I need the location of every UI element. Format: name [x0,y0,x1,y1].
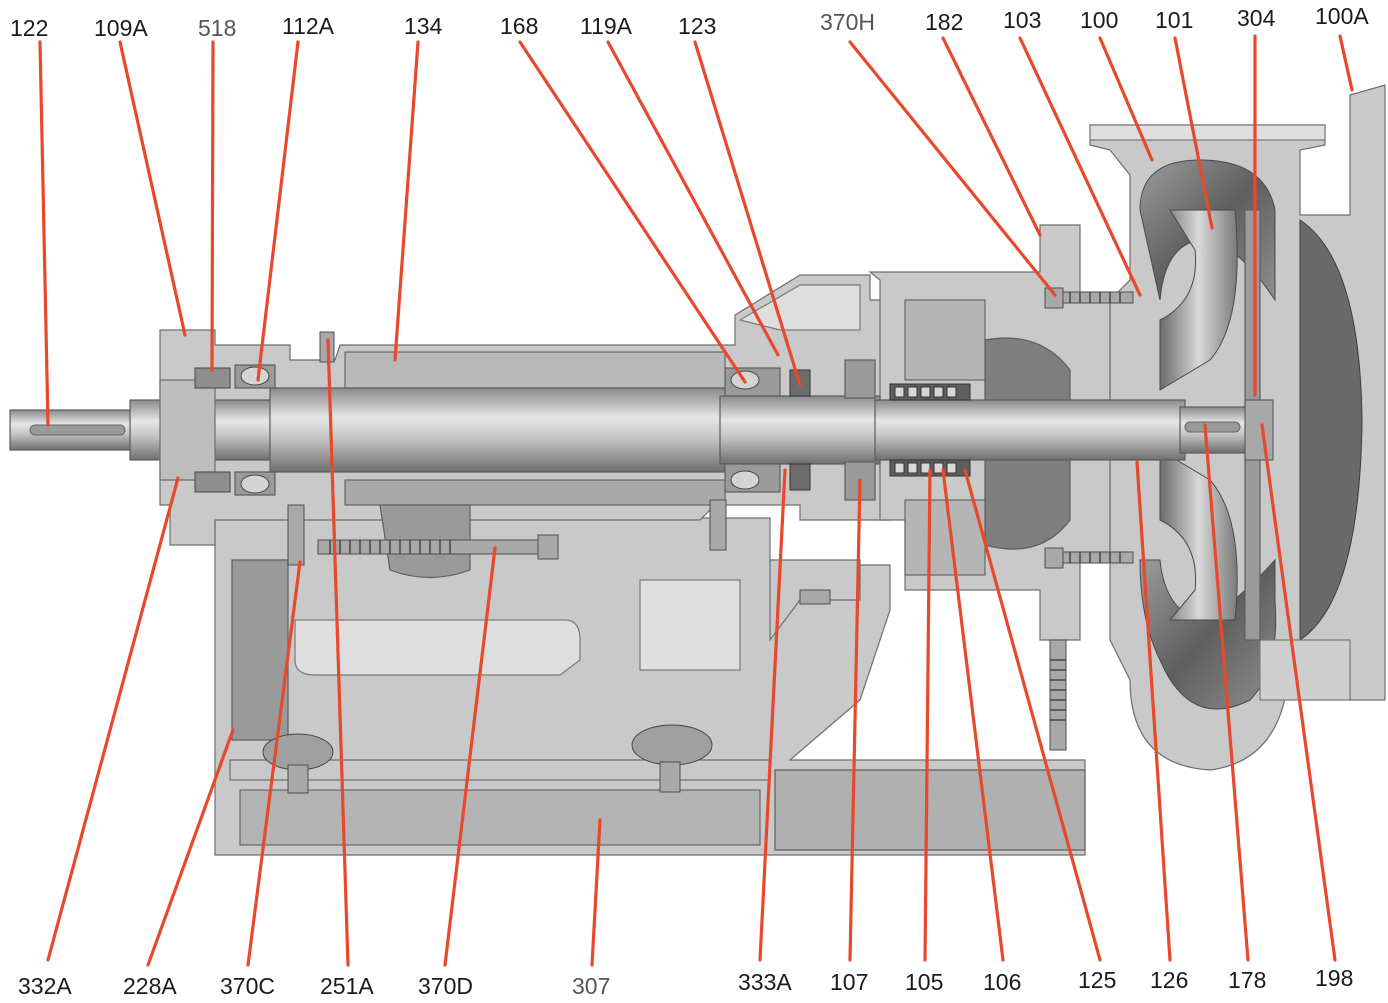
label-107: 107 [830,969,868,995]
label-106: 106 [983,969,1021,995]
leader-123 [693,40,802,387]
label-332a: 332A [18,973,72,999]
leader-101 [1173,36,1214,230]
label-168: 168 [500,13,538,39]
label-370c: 370C [220,973,275,999]
leader-332a [46,476,180,962]
leader-307 [590,818,602,967]
label-370h: 370H [820,9,875,35]
leader-107 [848,478,862,962]
packing-seal [789,359,971,501]
leader-109a [118,40,187,337]
leader-112a [256,40,300,382]
leader-100 [1098,36,1154,162]
leader-125 [963,468,1102,962]
leader-251a [326,338,350,967]
label-178: 178 [1228,967,1266,993]
leader-106 [941,468,1005,962]
bearings [159,364,781,496]
label-119a: 119A [580,13,633,39]
label-307: 307 [572,973,610,999]
leader-122 [38,40,50,427]
label-105: 105 [905,969,943,995]
label-134: 134 [404,13,443,39]
leader-178 [1203,423,1250,962]
label-125: 125 [1078,967,1116,993]
label-228a: 228A [123,973,177,999]
label-304: 304 [1237,5,1276,31]
leader-228a [146,728,235,967]
leader-134 [393,40,420,362]
label-103: 103 [1003,7,1041,33]
label-198: 198 [1315,965,1353,991]
leader-lines [38,34,1354,967]
label-100a: 100A [1315,3,1369,29]
leader-370c [246,560,302,967]
leader-119a [606,40,780,357]
leader-182 [941,36,1042,237]
leader-126 [1135,460,1172,962]
labels-top: 122 109A 518 112A 134 168 119A 123 370H … [10,3,1369,41]
label-101: 101 [1155,7,1193,33]
leader-168 [518,40,747,384]
label-126: 126 [1150,967,1188,993]
leader-103 [1018,36,1142,297]
label-122: 122 [10,15,48,41]
label-100: 100 [1080,7,1118,33]
leader-370h [848,40,1057,297]
labels-bottom: 332A 228A 370C 251A 370D 307 333A 107 10… [18,965,1353,999]
label-112a: 112A [282,13,335,39]
label-109a: 109A [94,15,148,41]
leader-370d [443,546,497,967]
bolts [262,287,1274,794]
leader-518 [210,40,215,372]
leader-333a [758,468,787,962]
leader-100a [1338,34,1354,92]
label-333a: 333A [738,969,792,995]
base-frame [214,517,1086,856]
label-370d: 370D [418,973,473,999]
label-518: 518 [198,15,236,41]
label-182: 182 [925,9,963,35]
pump-drawing [9,84,1386,856]
label-123: 123 [678,13,716,39]
leader-198 [1260,423,1337,962]
leader-105 [923,468,932,962]
label-251a: 251A [320,973,374,999]
